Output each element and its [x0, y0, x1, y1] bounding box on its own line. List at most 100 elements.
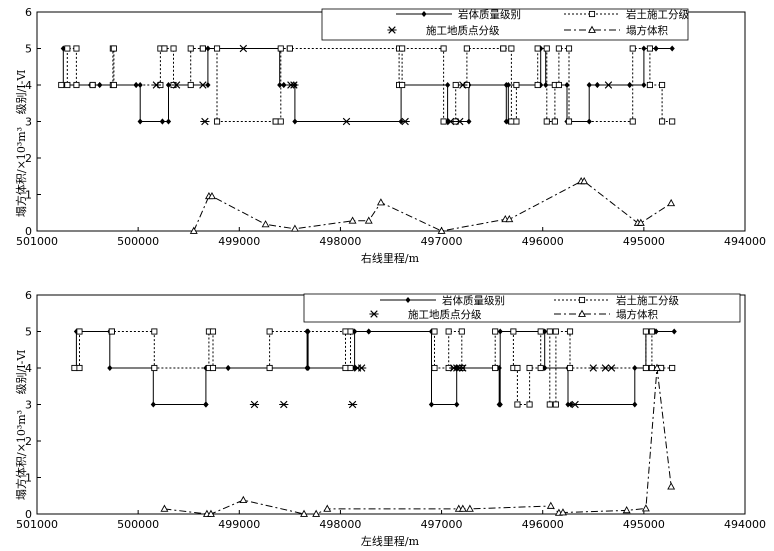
data-point-soil-construction — [492, 364, 499, 372]
data-point-collapse-volume — [558, 508, 567, 516]
data-point-soil-construction — [213, 118, 221, 125]
data-point-soil-construction — [64, 45, 71, 52]
x-tick-label: 500000 — [117, 518, 159, 531]
x-tick-label: 498000 — [319, 235, 361, 248]
data-point-rock-quality — [292, 118, 298, 125]
data-point-soil-construction — [526, 364, 533, 372]
data-point-soil-construction — [71, 364, 78, 372]
y-tick-label: 3 — [25, 399, 32, 412]
y-axis-label-level-top: 级别/Ⅰ-Ⅵ — [15, 70, 28, 115]
x-axis-label-top: 右线里程/m — [361, 251, 420, 265]
x-tick-label: 495000 — [623, 235, 665, 248]
series-geo-point — [249, 364, 617, 409]
y-tick-label: 1 — [25, 189, 32, 202]
data-point-soil-construction — [399, 45, 406, 52]
data-point-rock-quality — [497, 401, 503, 408]
data-point-rock-quality — [543, 82, 549, 88]
data-point-soil-construction — [266, 328, 273, 335]
data-point-soil-construction — [209, 328, 217, 335]
data-point-soil-construction — [445, 328, 452, 335]
data-point-soil-construction — [209, 364, 217, 372]
legend-marker-collapse-volume — [578, 309, 586, 317]
data-point-soil-construction — [76, 364, 83, 372]
data-point-soil-construction — [551, 118, 558, 125]
data-point-soil-construction — [514, 401, 521, 408]
data-point-rock-quality — [466, 118, 472, 125]
data-point-soil-construction — [659, 81, 666, 89]
data-point-soil-construction — [642, 328, 649, 335]
data-point-soil-construction — [431, 364, 438, 372]
y-tick-label: 3 — [25, 116, 32, 129]
data-point-rock-quality — [454, 401, 460, 408]
data-point-rock-quality — [97, 82, 103, 88]
data-point-rock-quality — [203, 401, 209, 408]
legend-top: 岩体质量级别 岩土施工分级 施工地质点分级 塌方体积 — [321, 8, 689, 41]
data-point-soil-construction — [534, 45, 541, 52]
data-point-geo-point — [249, 400, 260, 409]
data-point-rock-quality — [671, 328, 677, 335]
data-point-geo-point — [588, 364, 598, 372]
x-tick-label: 496000 — [522, 518, 564, 531]
data-point-rock-quality — [165, 118, 172, 125]
data-point-collapse-volume — [189, 226, 198, 234]
data-point-soil-construction — [161, 45, 168, 52]
data-point-soil-construction — [565, 45, 573, 52]
legend-label-rock-quality: 岩体质量级别 — [442, 294, 505, 307]
y-axis-label-level-bottom: 级别/Ⅰ-Ⅵ — [15, 350, 28, 395]
data-point-rock-quality — [564, 82, 570, 88]
data-point-rock-quality — [627, 82, 633, 88]
legend-label-geo-point: 施工地质点分级 — [426, 24, 500, 37]
y-tick-label: 5 — [25, 326, 32, 339]
legend-marker-geo-point — [369, 310, 379, 318]
data-point-soil-construction — [347, 328, 354, 335]
legend-label-geo-point: 施工地质点分级 — [408, 308, 482, 321]
data-point-soil-construction — [534, 81, 541, 89]
data-point-soil-construction — [629, 118, 636, 125]
data-point-soil-construction — [277, 45, 284, 52]
x-tick-label: 498000 — [319, 518, 361, 531]
data-point-collapse-volume — [290, 224, 299, 232]
data-point-geo-point — [238, 44, 248, 53]
y-tick-label: 2 — [25, 152, 32, 165]
data-point-soil-construction — [76, 328, 83, 335]
data-point-rock-quality — [107, 365, 113, 371]
y-tick-label: 1 — [25, 472, 32, 485]
data-point-rock-quality — [496, 365, 502, 371]
data-point-soil-construction — [151, 328, 158, 335]
data-point-collapse-volume — [261, 220, 270, 228]
data-point-collapse-volume — [312, 509, 321, 517]
series-collapse-volume — [160, 363, 676, 517]
data-point-rock-quality — [225, 365, 231, 371]
data-point-collapse-volume — [207, 509, 215, 517]
data-point-soil-construction — [500, 45, 507, 52]
data-point-rock-quality — [565, 401, 571, 408]
data-point-soil-construction — [646, 81, 653, 89]
data-point-geo-point — [357, 364, 367, 372]
data-point-rock-quality — [641, 82, 647, 88]
data-point-soil-construction — [151, 364, 158, 372]
y-tick-label: 4 — [25, 79, 32, 92]
data-point-collapse-volume — [300, 509, 308, 517]
x-tick-label: 500000 — [117, 235, 159, 248]
data-point-soil-construction — [537, 328, 544, 335]
data-point-rock-quality — [137, 118, 143, 125]
data-point-collapse-volume — [546, 501, 555, 509]
x-axis-label-bottom: 左线里程/m — [361, 534, 420, 548]
data-point-collapse-volume — [160, 504, 169, 512]
data-point-rock-quality — [165, 82, 172, 88]
data-point-soil-construction — [108, 328, 115, 335]
data-point-rock-quality — [205, 82, 211, 88]
data-point-collapse-volume — [348, 216, 357, 224]
data-point-soil-construction — [58, 81, 65, 89]
series-soil-construction — [71, 328, 676, 408]
data-point-soil-construction — [513, 118, 520, 125]
data-point-geo-point — [151, 81, 161, 89]
data-point-rock-quality — [632, 401, 638, 408]
data-point-geo-point — [606, 364, 617, 372]
x-tick-label: 497000 — [421, 235, 463, 248]
legend-label-soil-construction: 岩土施工分级 — [626, 8, 689, 21]
series-geo-point — [151, 44, 614, 126]
